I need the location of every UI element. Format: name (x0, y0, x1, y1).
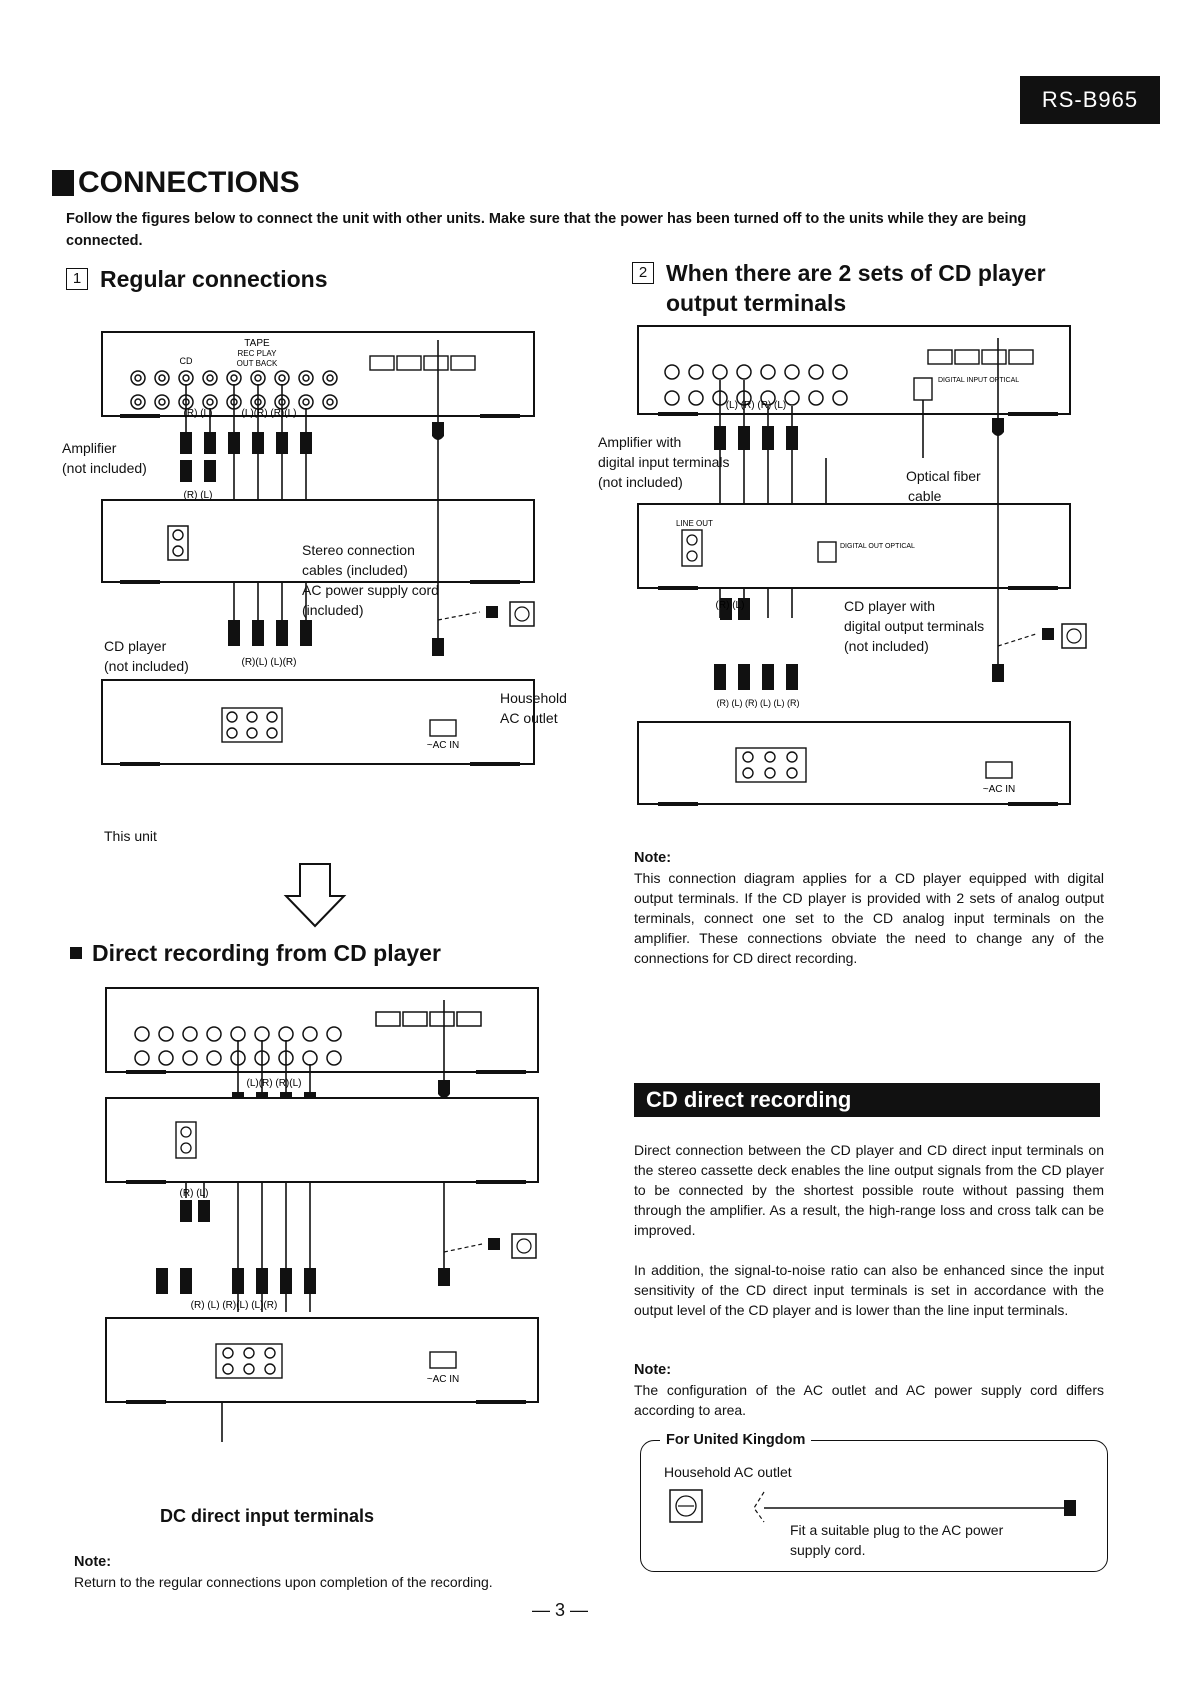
dc-direct-label: DC direct input terminals (160, 1506, 375, 1526)
cd-direct-p2: In addition, the signal-to-noise ratio c… (634, 1262, 1104, 1318)
svg-text:REC PLAY: REC PLAY (238, 349, 278, 358)
note1: Note: This connection diagram applies fo… (634, 850, 1104, 966)
cd-player-body (101, 499, 535, 583)
two-outputs-diagram: DIGITAL INPUT OPTICAL (L) (R) (R) (L) LI… (637, 325, 1087, 806)
uk-outlet-icon (669, 1489, 703, 1523)
fig1-amp-label: Amplifier(not included) (62, 440, 147, 476)
this-unit-fig3-body (105, 1317, 539, 1403)
down-arrow-icon (283, 863, 347, 928)
model-tag: RS-B965 (1020, 76, 1160, 124)
note2: Note: The configuration of the AC outlet… (634, 1362, 1104, 1418)
svg-text:(R) (L): (R) (L) (716, 600, 745, 611)
svg-text:LINE OUT: LINE OUT (676, 519, 713, 528)
section2-number: 2 (632, 261, 654, 284)
svg-text:~AC IN: ~AC IN (427, 740, 460, 751)
cd-direct-heading: CD direct recording (634, 1083, 1100, 1117)
section1-number: 1 (66, 267, 88, 290)
svg-text:(R) (L) (R) (L) (L) (R): (R) (L) (R) (L) (L) (R) (717, 698, 800, 708)
svg-text:(R) (L): (R) (L) (184, 490, 213, 501)
direct-recording-diagram: (L)(R) (R)(L) (R) (L) (R) (L) (R)(L) (L)… (105, 987, 539, 1442)
ac-in-socket (429, 719, 457, 737)
amplifier-body (101, 331, 535, 417)
svg-text:(R) (L) (R)(L) (L)(R): (R) (L) (R)(L) (L)(R) (191, 1300, 278, 1311)
svg-text:(L)(R) (R)(L): (L)(R) (R)(L) (242, 408, 297, 419)
speaker-terminals (369, 355, 476, 371)
unit-jacks (221, 707, 283, 743)
title-marker (52, 170, 74, 196)
svg-text:~AC IN: ~AC IN (427, 1374, 460, 1385)
svg-text:CD: CD (180, 356, 193, 366)
amplifier-fig3-body (105, 987, 539, 1073)
uk-outlet-label: Household AC outlet (664, 1464, 792, 1480)
cd-player-fig3-body (105, 1097, 539, 1183)
plug-icon (1064, 1500, 1076, 1516)
this-unit-body (101, 679, 535, 765)
uk-heading: For United Kingdom (660, 1432, 812, 1448)
page-number: — 3 — (532, 1600, 589, 1620)
uk-plug-diagram (669, 1489, 1076, 1523)
fig1-cd-label: CD player(not included) (104, 638, 189, 674)
regular-connections-diagram: TAPE REC PLAY OUT BACK CD (R) (L) (L)(R)… (101, 331, 535, 766)
svg-text:OUT BACK: OUT BACK (237, 359, 278, 368)
svg-text:DIGITAL OUT OPTICAL: DIGITAL OUT OPTICAL (840, 543, 915, 550)
uk-box (640, 1440, 1108, 1572)
this-unit-fig2-body (637, 721, 1071, 805)
svg-text:(R)(L) (L)(R): (R)(L) (L)(R) (242, 657, 297, 668)
svg-text:~AC IN: ~AC IN (983, 784, 1016, 795)
intro-text: Follow the figures below to connect the … (66, 211, 1027, 249)
plug-outline-icon (753, 1491, 765, 1523)
svg-text:(L) (R) (R) (L): (L) (R) (R) (L) (726, 400, 787, 411)
svg-text:(R) (L): (R) (L) (180, 1188, 209, 1199)
svg-text:(L)(R) (R)(L): (L)(R) (R)(L) (247, 1078, 302, 1089)
fig1-this-unit-label: This unit (104, 828, 157, 844)
note3: Note: Return to the regular connections … (74, 1554, 493, 1590)
direct-recording-heading: Direct recording from CD player (70, 938, 441, 968)
svg-text:DIGITAL INPUT OPTICAL: DIGITAL INPUT OPTICAL (938, 377, 1019, 384)
svg-text:TAPE: TAPE (244, 338, 270, 349)
page-title: CONNECTIONS (52, 166, 300, 200)
svg-text:(R) (L): (R) (L) (184, 408, 213, 419)
cd-direct-p1: Direct connection between the CD player … (634, 1142, 1104, 1238)
